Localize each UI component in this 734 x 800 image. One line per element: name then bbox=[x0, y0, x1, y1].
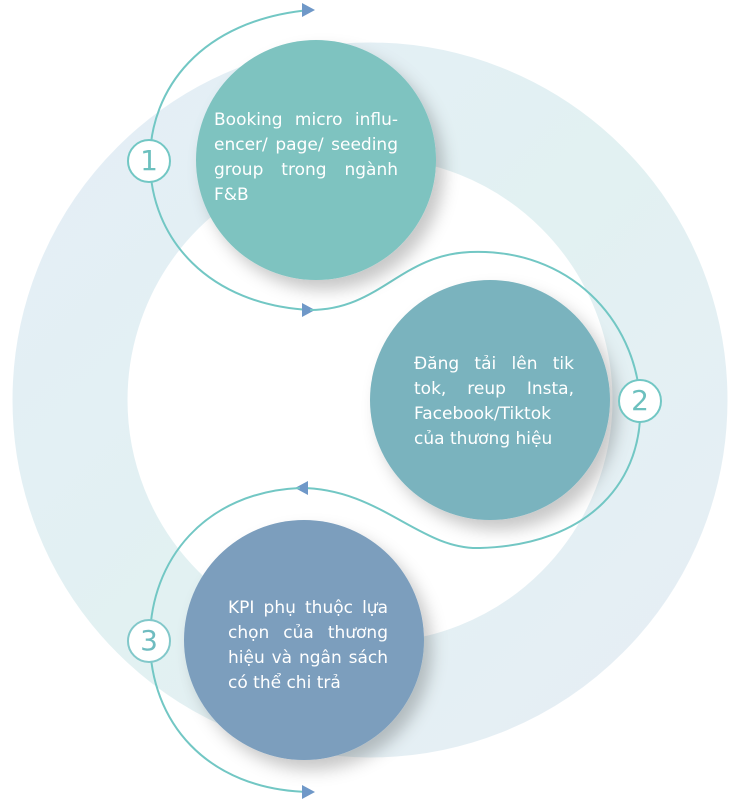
step-circle-2 bbox=[370, 280, 610, 520]
arrow-head-3 bbox=[302, 785, 315, 799]
step-text-2: Đăng tải lên tik tok, reup Insta, Facebo… bbox=[414, 354, 574, 449]
step-circle-1 bbox=[196, 40, 436, 280]
step-number-3: 3 bbox=[140, 624, 158, 657]
step-circle-3 bbox=[184, 520, 424, 760]
arrow-head-1a bbox=[302, 3, 315, 17]
step-text-3: KPI phụ thuộc lựa chọn của thương hiệu v… bbox=[228, 598, 388, 693]
step-number-1: 1 bbox=[140, 144, 158, 177]
step-number-2: 2 bbox=[631, 384, 649, 417]
arrow-head-1b bbox=[302, 303, 315, 317]
step-number-badge-1: 1 bbox=[127, 139, 171, 183]
step-number-badge-2: 2 bbox=[618, 379, 662, 423]
step-number-badge-3: 3 bbox=[127, 619, 171, 663]
step-text-1: Booking micro influ-encer/ page/ seeding… bbox=[214, 110, 398, 205]
arrow-head-2 bbox=[295, 481, 308, 495]
